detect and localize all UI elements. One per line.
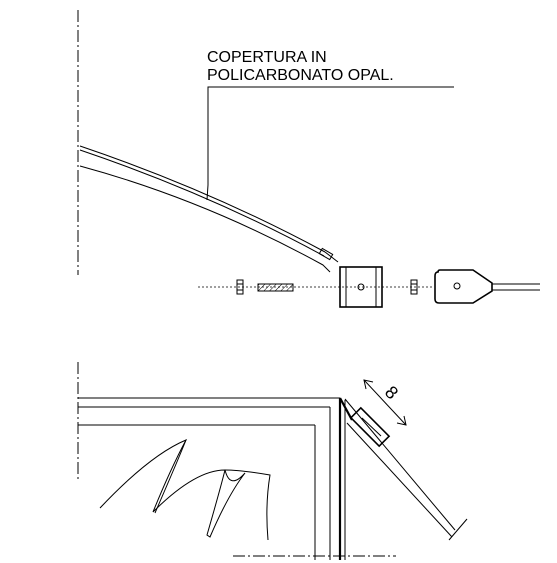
left-nut [236, 279, 244, 295]
corner-clamp [349, 406, 391, 448]
annotation-line-1: COPERTURA IN [207, 49, 327, 66]
break-line [99, 438, 246, 538]
cable-plate [434, 269, 540, 304]
dimension-marker [363, 379, 407, 426]
polycarbonate-cover [79, 145, 339, 273]
cover-clamp [318, 247, 334, 261]
dimension-value: 8 [381, 382, 402, 403]
annotation-leader [206, 86, 454, 201]
right-nut [410, 279, 418, 295]
frame-profile [78, 397, 346, 560]
annotation-line-2: POLICARBONATO OPAL. [207, 67, 394, 84]
diagonal-cover [339, 397, 468, 541]
square-bracket [339, 266, 383, 308]
hatched-bolt [257, 283, 294, 292]
